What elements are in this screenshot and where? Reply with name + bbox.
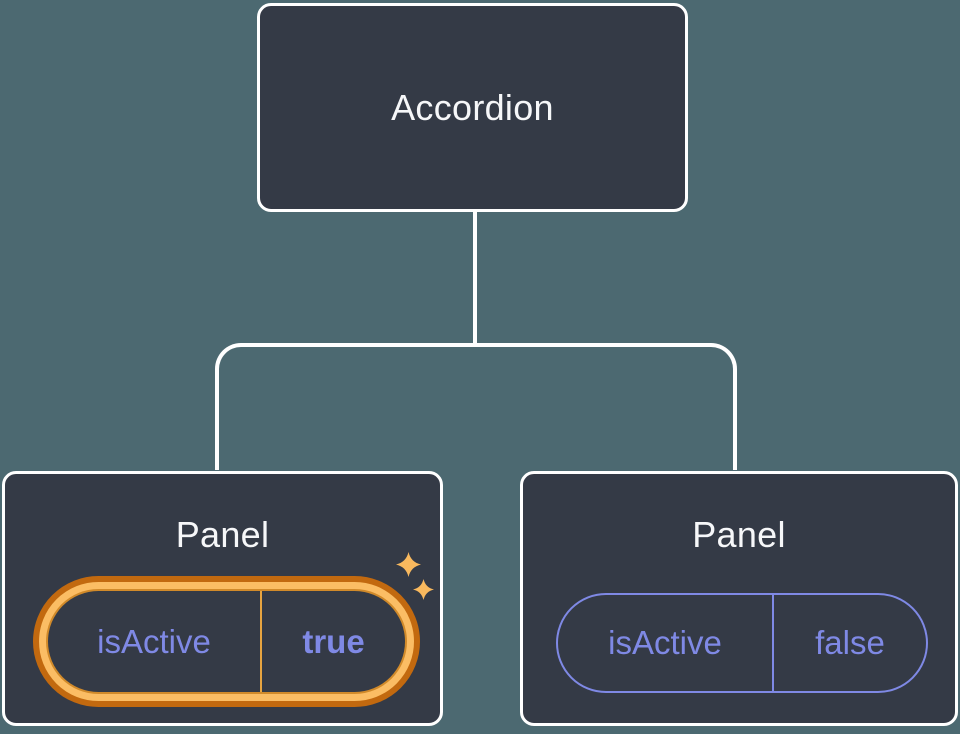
node-panel-inactive: Panel isActive false [520,471,958,726]
prop-name: isActive [608,624,722,661]
pill-divider [772,595,774,691]
pill-divider [260,591,262,692]
prop-value: true [302,622,365,660]
node-panel-active-label: Panel [175,514,270,555]
state-pill-active: isActive true [33,576,420,707]
prop-value: false [815,624,885,661]
node-accordion-label: Accordion [391,86,554,128]
node-accordion: Accordion [257,3,688,212]
node-panel-active: Panel isActive true [2,471,443,726]
state-pill-active-inner: isActive true [48,591,405,692]
prop-name: isActive [97,622,211,660]
connector-stem [473,211,477,347]
node-panel-inactive-label: Panel [692,514,786,555]
state-pill-inactive: isActive false [556,593,928,693]
sparkles-icon [396,552,434,600]
connector-branches [215,343,737,470]
